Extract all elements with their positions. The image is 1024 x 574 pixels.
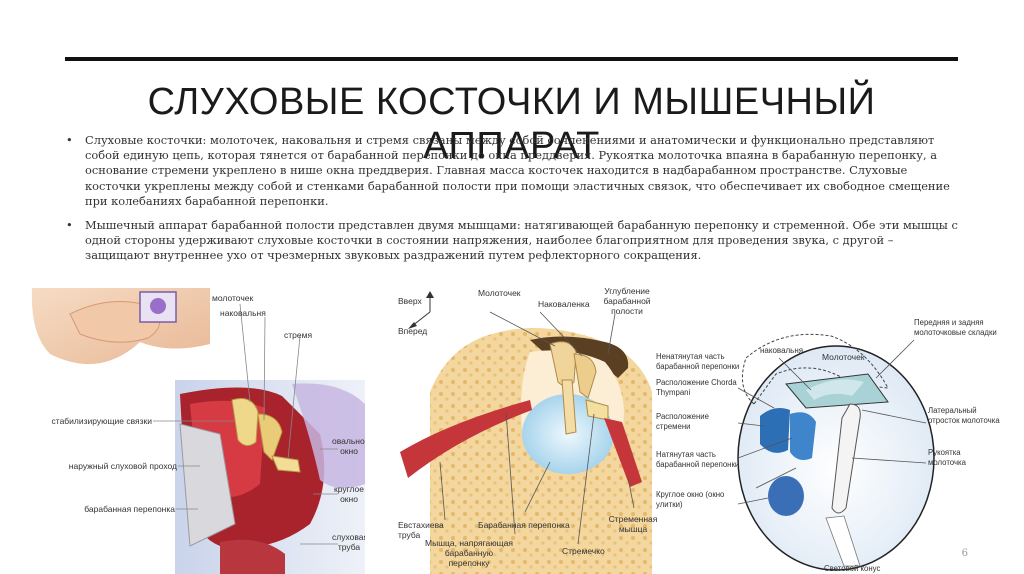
bullet-list: • Слуховые косточки: молоточек, наковальн… xyxy=(66,133,961,273)
label-pars-tensa: Натянутая часть барабанной перепонки xyxy=(656,450,740,469)
tympanic-cavity-illustration xyxy=(400,291,652,574)
label-eardrum: барабанная перепонка xyxy=(84,504,175,514)
page-number: 6 xyxy=(961,548,968,559)
bullet-text: Слуховые косточки: молоточек, наковальня… xyxy=(85,133,950,208)
bullet-marker: • xyxy=(66,133,73,147)
label-malleus: Молоточек xyxy=(478,288,521,298)
label-direction-forward: Вперед xyxy=(398,326,428,336)
label-stapes: Стремечко xyxy=(562,546,605,556)
label-malleus-handle: Рукоятка молоточка xyxy=(928,448,966,467)
label-pars-flaccida: Ненатянутая часть барабанной перепонки xyxy=(656,352,740,371)
label-lateral-process: Латеральный отросток молоточка xyxy=(928,406,1000,425)
label-stapes: стремя xyxy=(284,330,313,340)
eardrum-view-illustration xyxy=(737,333,935,571)
label-eustachian-tube: Евстахиева труба xyxy=(398,520,444,540)
bullet-text: Мышечный аппарат барабанной полости пред… xyxy=(85,218,958,263)
label-cone-of-light: Световой конус xyxy=(824,564,881,573)
label-incus: наковальня xyxy=(220,308,266,318)
label-ligaments: стабилизирующие связки xyxy=(51,416,152,426)
bullet-item: • Мышечный аппарат барабанной полости пре… xyxy=(66,218,961,264)
label-ear-canal: наружный слуховой проход xyxy=(68,461,177,471)
label-eardrum: Барабанная перепонка xyxy=(478,520,570,530)
label-auditory-tube: слуховая труба xyxy=(332,532,365,552)
slide-title: СЛУХОВЫЕ КОСТОЧКИ И МЫШЕЧНЫЙ АППАРАТ xyxy=(147,81,876,167)
tympanic-cavity-figure: Вверх Вперед Молоточек Наковаленка Углуб… xyxy=(390,282,658,574)
label-incus: Наковаленка xyxy=(538,299,590,309)
bullet-item: • Слуховые косточки: молоточек, наковальн… xyxy=(66,133,961,209)
label-incus: наковальня xyxy=(760,346,804,355)
label-tensor-tympani: Мышца, напрягающая барабанную перепонку xyxy=(425,538,513,568)
title-rule xyxy=(65,57,958,61)
eardrum-view-figure: наковальня Молоточек Передняя и задняя м… xyxy=(656,318,1024,574)
label-round-window: круглое окно xyxy=(333,484,365,504)
ossicles-cutaway-illustration xyxy=(31,288,365,574)
label-tympanic-recess: Углубление барабанной полости xyxy=(603,286,651,316)
label-stapedius-muscle: Стременная мышца xyxy=(608,514,658,534)
bullet-marker: • xyxy=(66,218,73,233)
ossicles-cutaway-figure: молоточек наковальня стремя стабилизирую… xyxy=(20,284,365,574)
label-mallear-folds: Передняя и задняя молоточковые складки xyxy=(914,318,997,337)
label-oval-window: овальное окно xyxy=(332,436,365,456)
label-malleus: молоточек xyxy=(212,293,254,303)
label-malleus: Молоточек xyxy=(822,352,865,362)
label-stapes-location: Расположение стремени xyxy=(656,412,709,431)
label-round-window: Круглое окно (окно улитки) xyxy=(656,490,725,509)
label-chorda-tympani: Расположение Chorda Thympani xyxy=(656,378,737,397)
label-direction-up: Вверх xyxy=(398,296,422,306)
